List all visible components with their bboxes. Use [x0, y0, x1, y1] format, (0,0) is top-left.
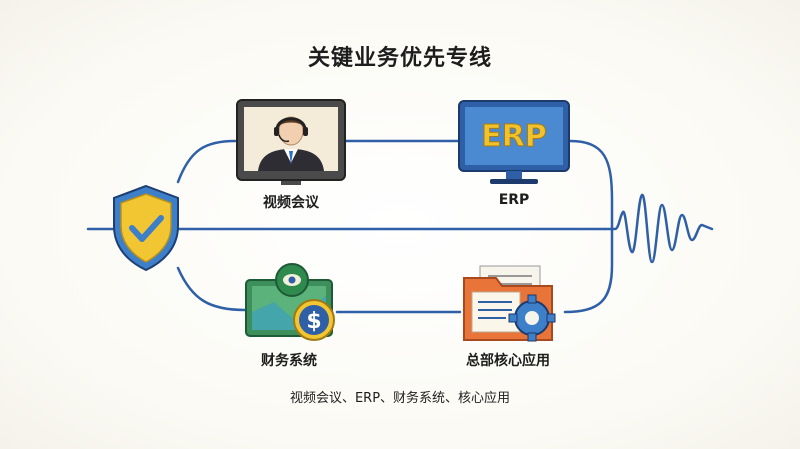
top-branch-line: [176, 139, 237, 184]
core-application-label: 总部核心应用: [466, 353, 550, 369]
core-application-icon: [462, 262, 566, 348]
video-conference-label: 视频会议: [263, 195, 319, 211]
bottom-branch-line: [176, 266, 247, 312]
video-conference-icon: [234, 97, 348, 191]
signal-wave-icon: [603, 193, 714, 264]
top-right-line: [568, 139, 614, 230]
erp-monitor-icon: ERP: [456, 98, 572, 192]
finance-system-label: 财务系统: [261, 353, 317, 369]
shield-check-icon: [108, 182, 184, 278]
svg-text:$: $: [306, 309, 321, 334]
page-title: 关键业务优先专线: [307, 46, 492, 71]
erp-label: ERP: [498, 192, 530, 208]
finance-system-icon: $: [244, 262, 340, 348]
erp-screen-text: ERP: [481, 119, 547, 154]
bottom-right-line: [563, 228, 614, 314]
footer-caption: 视频会议、ERP、财务系统、核心应用: [289, 391, 511, 406]
